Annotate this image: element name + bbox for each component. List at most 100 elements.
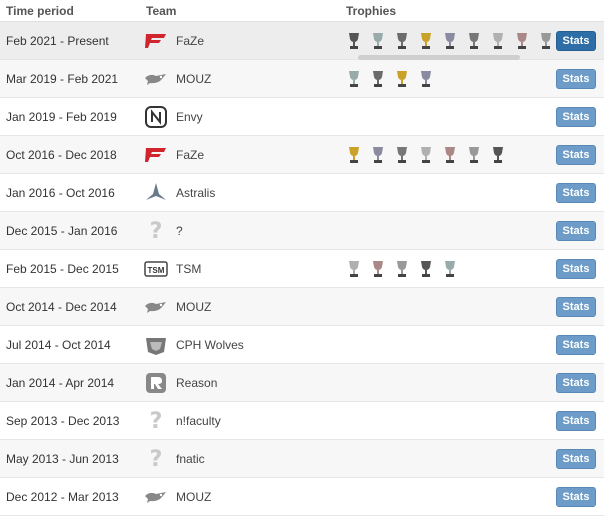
- team-name-link[interactable]: MOUZ: [176, 490, 212, 504]
- svg-text:TSM: TSM: [148, 266, 165, 275]
- team-name-link[interactable]: fnatic: [176, 452, 205, 466]
- time-period-cell: Feb 2015 - Dec 2015: [6, 262, 119, 276]
- unknown-team-icon[interactable]: ?: [149, 446, 163, 472]
- time-period-cell: Sep 2013 - Dec 2013: [6, 414, 120, 428]
- trophy-icon[interactable]: [464, 145, 484, 165]
- mouz-logo-icon[interactable]: [144, 296, 168, 318]
- tsm-logo-icon[interactable]: TSM: [144, 258, 168, 280]
- table-row: Sep 2013 - Dec 2013? n!faculty Stats: [0, 402, 604, 440]
- trophies-list: [344, 258, 460, 280]
- time-period-cell: Mar 2019 - Feb 2021: [6, 72, 119, 86]
- stats-button[interactable]: Stats: [556, 411, 596, 431]
- stats-button[interactable]: Stats: [556, 335, 596, 355]
- trophy-icon[interactable]: [392, 145, 412, 165]
- trophy-icon[interactable]: [392, 31, 412, 51]
- team-history-table: Time period Team Trophies Feb 2021 - Pre…: [0, 0, 604, 516]
- table-header: Time period Team Trophies: [0, 0, 604, 22]
- stats-button[interactable]: Stats: [556, 259, 596, 279]
- stats-button[interactable]: Stats: [556, 183, 596, 203]
- team-name-link[interactable]: Astralis: [176, 186, 216, 200]
- team-name-link[interactable]: MOUZ: [176, 300, 212, 314]
- table-row: Dec 2012 - Mar 2013 MOUZ Stats: [0, 478, 604, 516]
- table-row: Jan 2014 - Apr 2014 Reason Stats: [0, 364, 604, 402]
- trophy-icon[interactable]: [440, 259, 460, 279]
- trophy-icon[interactable]: [344, 145, 364, 165]
- unknown-team-icon[interactable]: ?: [149, 218, 163, 244]
- team-name-link[interactable]: Reason: [176, 376, 218, 390]
- trophy-icon[interactable]: [368, 69, 388, 89]
- trophy-icon[interactable]: [416, 31, 436, 51]
- trophy-icon[interactable]: [368, 145, 388, 165]
- table-row: Oct 2014 - Dec 2014 MOUZ Stats: [0, 288, 604, 326]
- trophy-icon[interactable]: [416, 259, 436, 279]
- trophy-icon[interactable]: [392, 69, 412, 89]
- trophy-icon[interactable]: [368, 259, 388, 279]
- team-name-link[interactable]: Envy: [176, 110, 203, 124]
- table-row: Mar 2019 - Feb 2021 MOUZ Stats: [0, 60, 604, 98]
- reason-logo-icon[interactable]: [144, 372, 168, 394]
- stats-button[interactable]: Stats: [556, 373, 596, 393]
- faze-logo-icon[interactable]: [144, 144, 168, 166]
- stats-button[interactable]: Stats: [556, 107, 596, 127]
- time-period-cell: Oct 2016 - Dec 2018: [6, 148, 117, 162]
- trophy-icon[interactable]: [512, 31, 532, 51]
- team-name-link[interactable]: TSM: [176, 262, 202, 276]
- time-period-cell: Oct 2014 - Dec 2014: [6, 300, 117, 314]
- table-row: Jan 2019 - Feb 2019 Envy Stats: [0, 98, 604, 136]
- envy-logo-icon[interactable]: [144, 106, 168, 128]
- stats-button[interactable]: Stats: [556, 31, 596, 51]
- table-row: Feb 2015 - Dec 2015 TSM TSM Stats: [0, 250, 604, 288]
- stats-button[interactable]: Stats: [556, 221, 596, 241]
- trophies-list: [344, 68, 436, 90]
- cph-wolves-logo-icon[interactable]: [144, 334, 168, 356]
- trophy-icon[interactable]: [440, 31, 460, 51]
- trophies-list: [344, 144, 508, 166]
- trophy-icon[interactable]: [344, 259, 364, 279]
- header-trophies: Trophies: [346, 3, 397, 18]
- table-row: Oct 2016 - Dec 2018 FaZe Stats: [0, 136, 604, 174]
- team-name-link[interactable]: MOUZ: [176, 72, 212, 86]
- trophy-icon[interactable]: [344, 69, 364, 89]
- faze-logo-icon[interactable]: [144, 30, 168, 52]
- time-period-cell: Jan 2019 - Feb 2019: [6, 110, 117, 124]
- mouz-logo-icon[interactable]: [144, 486, 168, 508]
- trophy-icon[interactable]: [392, 259, 412, 279]
- astralis-logo-icon[interactable]: [144, 182, 168, 204]
- header-team: Team: [146, 3, 177, 18]
- stats-button[interactable]: Stats: [556, 145, 596, 165]
- unknown-team-icon[interactable]: ?: [149, 408, 163, 434]
- trophies-scrollbar[interactable]: [358, 55, 520, 60]
- table-row: Feb 2021 - Present FaZe Stats: [0, 22, 604, 60]
- team-name-link[interactable]: CPH Wolves: [176, 338, 244, 352]
- stats-button[interactable]: Stats: [556, 449, 596, 469]
- trophy-icon[interactable]: [344, 31, 364, 51]
- mouz-logo-icon[interactable]: [144, 68, 168, 90]
- trophy-icon[interactable]: [368, 31, 388, 51]
- trophy-icon[interactable]: [440, 145, 460, 165]
- header-time-period: Time period: [6, 3, 74, 18]
- time-period-cell: Jul 2014 - Oct 2014: [6, 338, 111, 352]
- team-name-link[interactable]: FaZe: [176, 148, 205, 162]
- time-period-cell: Dec 2012 - Mar 2013: [6, 490, 119, 504]
- table-row: Jan 2016 - Oct 2016 Astralis Stats: [0, 174, 604, 212]
- table-row: May 2013 - Jun 2013? fnatic Stats: [0, 440, 604, 478]
- stats-button[interactable]: Stats: [556, 297, 596, 317]
- time-period-cell: Dec 2015 - Jan 2016: [6, 224, 118, 238]
- trophy-icon[interactable]: [416, 145, 436, 165]
- stats-button[interactable]: Stats: [556, 487, 596, 507]
- team-name-link[interactable]: FaZe: [176, 34, 205, 48]
- trophy-icon[interactable]: [416, 69, 436, 89]
- trophies-list: [344, 30, 556, 52]
- stats-button[interactable]: Stats: [556, 69, 596, 89]
- time-period-cell: Jan 2016 - Oct 2016: [6, 186, 115, 200]
- team-name-link[interactable]: n!faculty: [176, 414, 221, 428]
- trophy-icon[interactable]: [536, 31, 556, 51]
- time-period-cell: Jan 2014 - Apr 2014: [6, 376, 115, 390]
- table-row: Jul 2014 - Oct 2014 CPH Wolves Stats: [0, 326, 604, 364]
- trophy-icon[interactable]: [488, 145, 508, 165]
- trophy-icon[interactable]: [464, 31, 484, 51]
- time-period-cell: May 2013 - Jun 2013: [6, 452, 119, 466]
- team-name-link[interactable]: ?: [176, 224, 183, 238]
- trophy-icon[interactable]: [488, 31, 508, 51]
- time-period-cell: Feb 2021 - Present: [6, 34, 109, 48]
